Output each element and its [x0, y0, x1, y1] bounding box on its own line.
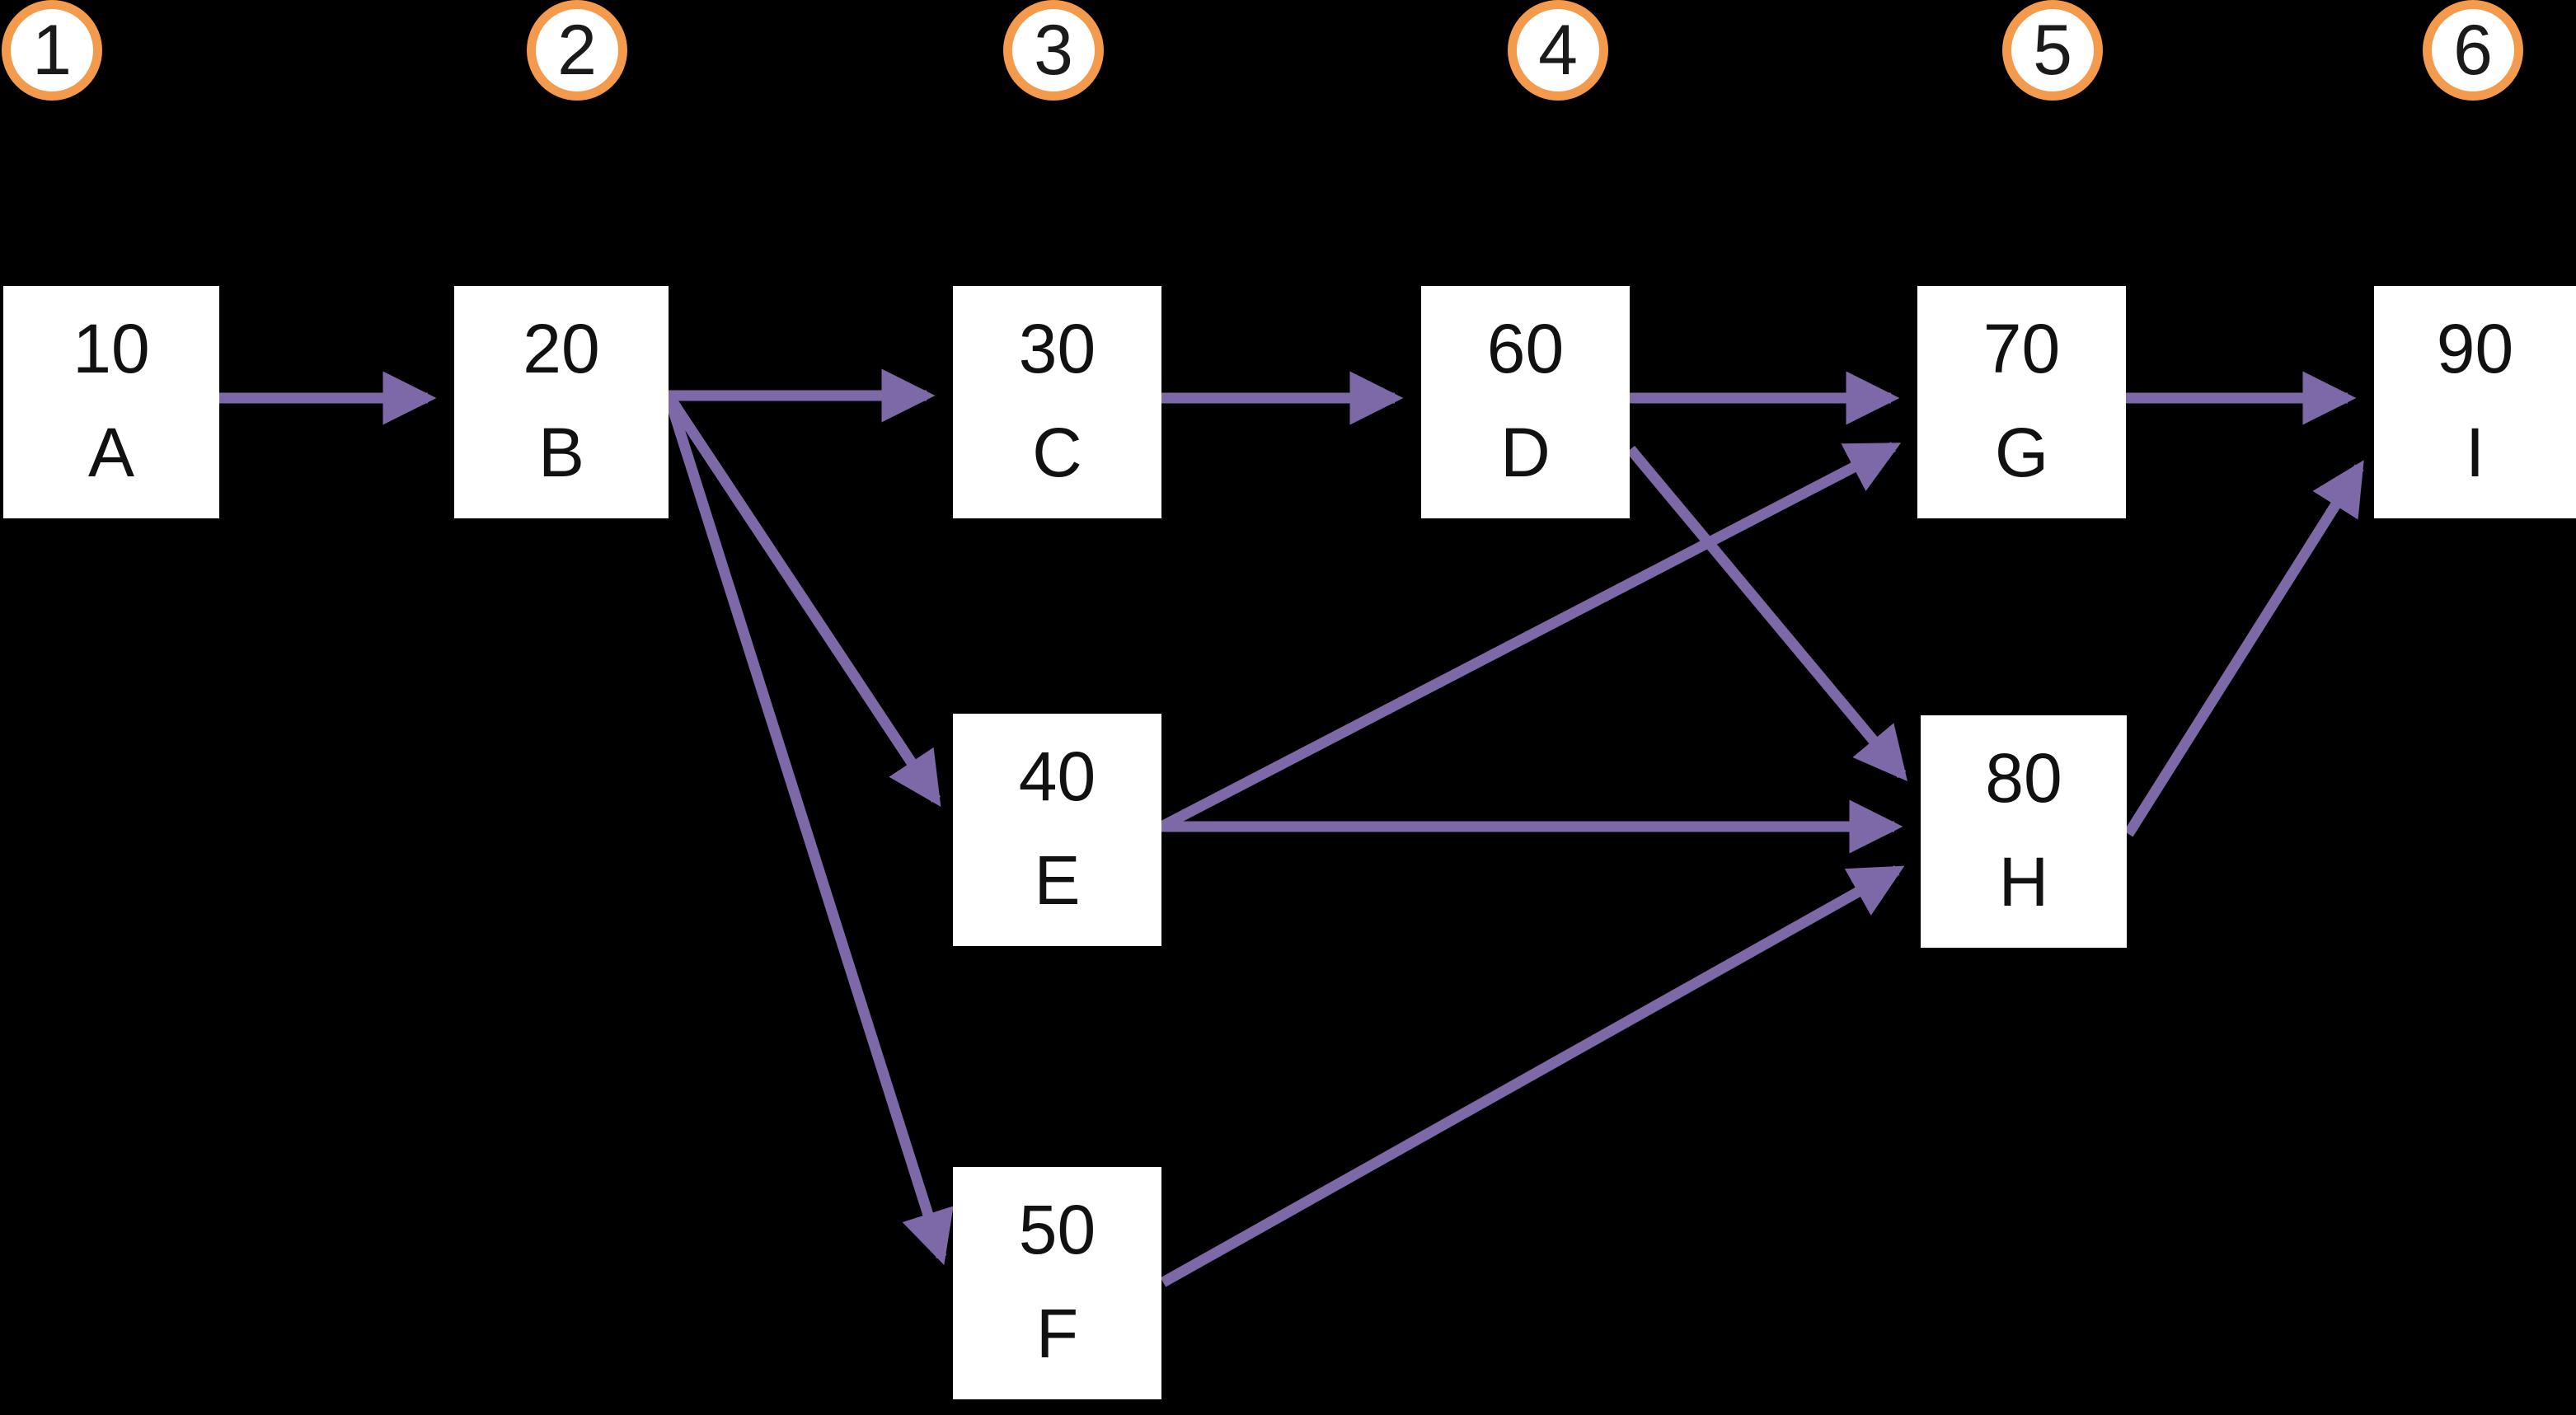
- level-label: 5: [2033, 11, 2072, 90]
- task-name: D: [1500, 414, 1551, 491]
- task-duration: 10: [73, 310, 150, 387]
- task-duration: 60: [1486, 310, 1565, 387]
- task-duration: 90: [2436, 310, 2514, 387]
- edge-B-to-E: [664, 392, 941, 807]
- task-name: E: [1034, 841, 1081, 919]
- edge-D-to-H: [1626, 445, 1908, 782]
- level-circle-6[interactable]: 6: [2423, 0, 2523, 101]
- level-circle-5[interactable]: 5: [2002, 0, 2103, 101]
- task-name: I: [2465, 414, 2485, 491]
- task-name: C: [1032, 414, 1082, 491]
- task-name: B: [537, 414, 585, 491]
- level-circle-4[interactable]: 4: [1508, 0, 1608, 101]
- edge-F-to-H: [1160, 865, 1905, 1287]
- task-name: G: [1994, 414, 2049, 491]
- level-circle-2[interactable]: 2: [527, 0, 627, 101]
- level-label: 2: [557, 11, 597, 90]
- task-duration: 70: [1982, 310, 2061, 387]
- level-label: 6: [2453, 11, 2493, 90]
- task-duration: 30: [1018, 310, 1096, 387]
- task-duration: 40: [1018, 738, 1096, 815]
- task-name: A: [87, 414, 135, 491]
- task-name: F: [1035, 1295, 1079, 1372]
- level-circle-1[interactable]: 1: [2, 0, 102, 101]
- task-name: H: [1998, 843, 2049, 921]
- edge-B-to-F: [663, 394, 954, 1266]
- level-label: 1: [32, 11, 72, 90]
- level-label: 3: [1034, 11, 1073, 90]
- level-label: 4: [1538, 11, 1578, 90]
- edge-H-to-I: [2123, 460, 2364, 837]
- task-duration: 50: [1018, 1191, 1096, 1268]
- task-duration: 80: [1985, 739, 2062, 817]
- task-duration: 20: [523, 310, 600, 387]
- level-circle-3[interactable]: 3: [1003, 0, 1104, 101]
